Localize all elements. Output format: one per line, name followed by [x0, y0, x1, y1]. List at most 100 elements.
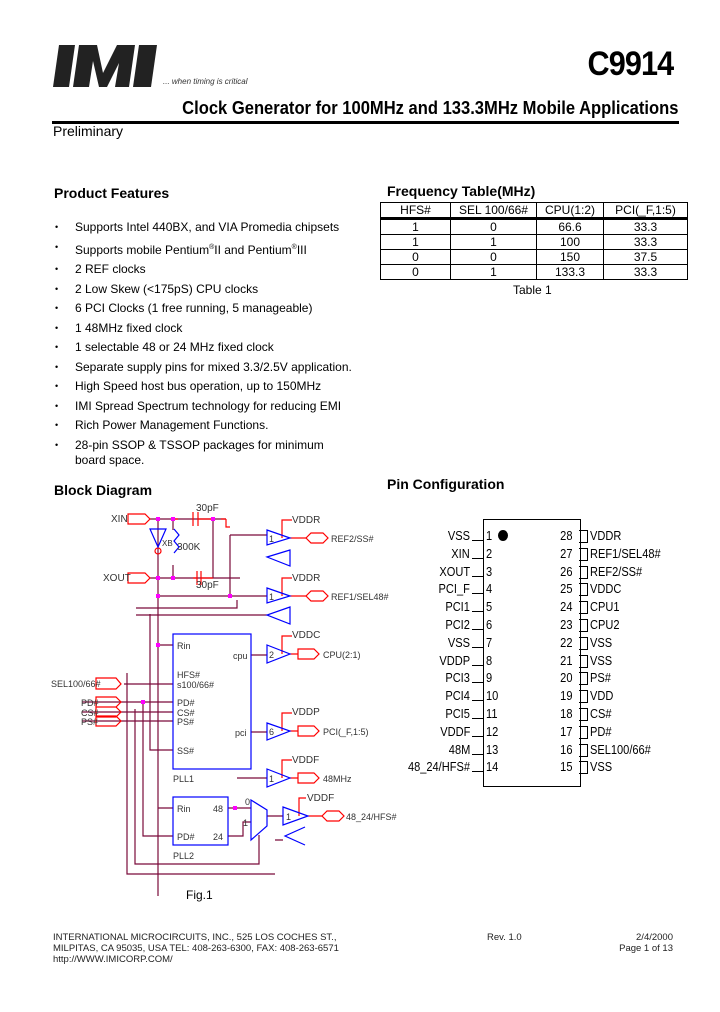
pin-lead — [579, 725, 588, 739]
table-cell: 133.3 — [536, 264, 604, 280]
svg-text:24: 24 — [213, 832, 223, 842]
pin-name: VDDR — [590, 528, 622, 543]
pin-name: VDDP — [439, 652, 470, 668]
pin-name: VSS — [590, 759, 613, 775]
table-cell: 100 — [536, 234, 604, 250]
part-number: C9914 — [587, 45, 674, 83]
svg-text:CS#: CS# — [81, 708, 99, 718]
pin-lead — [579, 743, 588, 757]
footer-date-page: 2/4/2000 Page 1 of 13 — [619, 932, 673, 954]
pin-number: 1 — [486, 528, 493, 543]
pin-lead — [472, 629, 484, 630]
pin-name: VSS — [590, 652, 613, 668]
svg-text:PCI(_F,1:5): PCI(_F,1:5) — [323, 727, 369, 737]
svg-text:Rin: Rin — [177, 641, 191, 651]
pin-name: PS# — [590, 670, 611, 686]
pin-number: 13 — [486, 741, 499, 757]
list-item: 2 REF clocks — [55, 260, 355, 280]
junction-nodes — [141, 517, 237, 810]
pin-name: PCI1 — [445, 599, 470, 615]
svg-text:48: 48 — [213, 804, 223, 814]
pin-lead — [579, 636, 588, 650]
svg-text:VDDR: VDDR — [292, 573, 320, 584]
imi-logo — [53, 45, 157, 87]
pin-name: PCI_F — [438, 581, 470, 597]
pin-number: 20 — [559, 670, 572, 686]
block-diagram-heading: Block Diagram — [54, 482, 153, 498]
svg-text:REF2/SS#: REF2/SS# — [331, 534, 374, 544]
pin-number: 26 — [559, 563, 572, 579]
block-diagram: XIN XOUT 30pF 30pF 300K XB VDDR VDDR VDD… — [51, 503, 397, 902]
pin-number: 18 — [559, 706, 572, 721]
table-cell: 1 — [450, 264, 537, 280]
table-cell: 0 — [450, 218, 537, 235]
svg-text:VDDP: VDDP — [292, 707, 320, 718]
pin-number: 19 — [559, 688, 572, 704]
svg-text:XOUT: XOUT — [103, 573, 131, 584]
pin-name: PCI2 — [445, 617, 470, 632]
pin-number: 2 — [486, 545, 493, 561]
list-item: 2 Low Skew (<175pS) CPU clocks — [55, 280, 355, 300]
pin-lead — [472, 593, 484, 595]
column-header: PCI(_F,1:5) — [603, 202, 688, 220]
svg-text:VDDF: VDDF — [307, 793, 334, 804]
svg-text:SS#: SS# — [177, 746, 194, 756]
pin-lead — [579, 761, 588, 775]
svg-text:PLL2: PLL2 — [173, 851, 194, 861]
pin-name: REF2/SS# — [590, 563, 643, 579]
svg-text:30pF: 30pF — [196, 580, 219, 591]
pin-name: CS# — [590, 706, 612, 721]
revision: Rev. 1.0 — [487, 932, 522, 943]
pin-number: 24 — [559, 599, 572, 615]
svg-text:s100/66#: s100/66# — [177, 680, 214, 690]
pin-name: CPU1 — [590, 599, 620, 615]
svg-text:HFS#: HFS# — [177, 670, 200, 680]
pin-lead — [579, 565, 588, 579]
svg-text:300K: 300K — [177, 542, 201, 553]
pin-name: VSS — [590, 634, 613, 650]
pin1-marker — [498, 530, 508, 541]
list-item: IMI Spread Spectrum technology for reduc… — [55, 397, 355, 417]
svg-text:48MHz: 48MHz — [323, 774, 352, 784]
svg-text:1: 1 — [269, 534, 274, 544]
pin-name: PCI4 — [445, 688, 470, 704]
svg-text:XB: XB — [162, 539, 173, 548]
pin-number: 21 — [559, 652, 572, 668]
svg-text:VDDC: VDDC — [292, 630, 320, 641]
footer-address: INTERNATIONAL MICROCIRCUITS, INC., 525 L… — [53, 932, 339, 965]
pin-config-heading: Pin Configuration — [387, 476, 505, 492]
blocks — [149, 528, 310, 846]
pin-lead — [472, 735, 484, 737]
pin-number: 7 — [486, 634, 493, 650]
table-cell: 37.5 — [603, 249, 688, 265]
frequency-table-title: Frequency Table(MHz) — [387, 183, 536, 199]
header-divider — [52, 121, 679, 124]
table-cell: 66.6 — [536, 218, 604, 235]
pin-name: PD# — [590, 723, 612, 739]
pin-name: SEL100/66# — [590, 741, 651, 757]
pin-lead — [579, 654, 588, 668]
pin-name: REF1/SEL48# — [590, 545, 661, 561]
svg-text:2: 2 — [269, 650, 274, 660]
table-caption: Table 1 — [513, 283, 552, 297]
pin-number: 9 — [486, 670, 493, 686]
pin-lead — [472, 575, 484, 577]
svg-text:PD#: PD# — [81, 698, 99, 708]
pin-lead — [579, 690, 588, 704]
pin-lead — [472, 646, 484, 648]
diagram-labels: XIN XOUT 30pF 30pF 300K XB VDDR VDDR VDD… — [51, 503, 397, 902]
svg-text:6: 6 — [269, 727, 274, 737]
pin-number: 11 — [486, 706, 498, 721]
pin-lead — [579, 547, 588, 561]
svg-text:PS#: PS# — [81, 717, 98, 727]
pin-lead — [472, 664, 484, 666]
svg-text:Rin: Rin — [177, 804, 191, 814]
features-list: Supports Intel 440BX, and VIA Promedia c… — [55, 218, 355, 468]
pin-name: VDDC — [590, 581, 622, 597]
pin-name: PCI3 — [445, 670, 470, 686]
pin-number: 16 — [559, 741, 572, 757]
